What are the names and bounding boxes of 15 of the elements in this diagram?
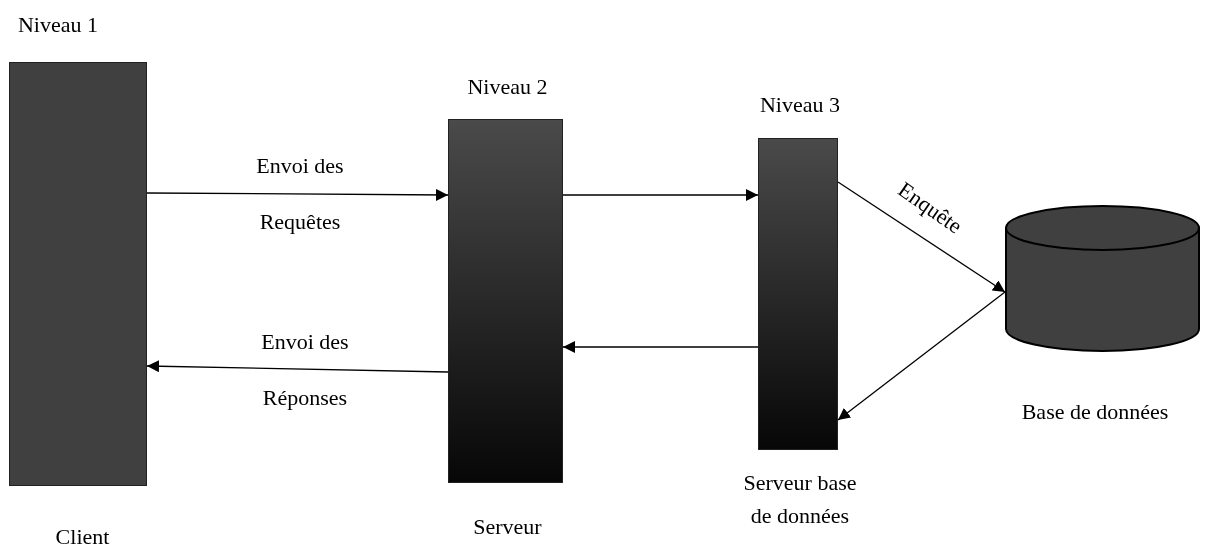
tier-caption: Serveur base de données bbox=[742, 469, 858, 530]
tier-caption: Client bbox=[54, 523, 111, 551]
tier-heading: Niveau 1 bbox=[17, 11, 99, 39]
tier-caption: Serveur bbox=[472, 513, 543, 541]
tier-heading: Niveau 2 bbox=[466, 73, 549, 101]
arrow bbox=[837, 291, 1006, 421]
arrow bbox=[837, 181, 1006, 293]
edge-label: Envoi des Requêtes bbox=[255, 152, 345, 236]
tier-caption: Base de données bbox=[1020, 398, 1170, 426]
edge-label: Envoi des Réponses bbox=[260, 328, 350, 412]
tier-heading: Niveau 3 bbox=[759, 91, 841, 119]
arrow bbox=[146, 360, 449, 373]
arrow bbox=[562, 341, 759, 353]
arrow bbox=[562, 189, 759, 201]
arrow bbox=[146, 188, 449, 201]
